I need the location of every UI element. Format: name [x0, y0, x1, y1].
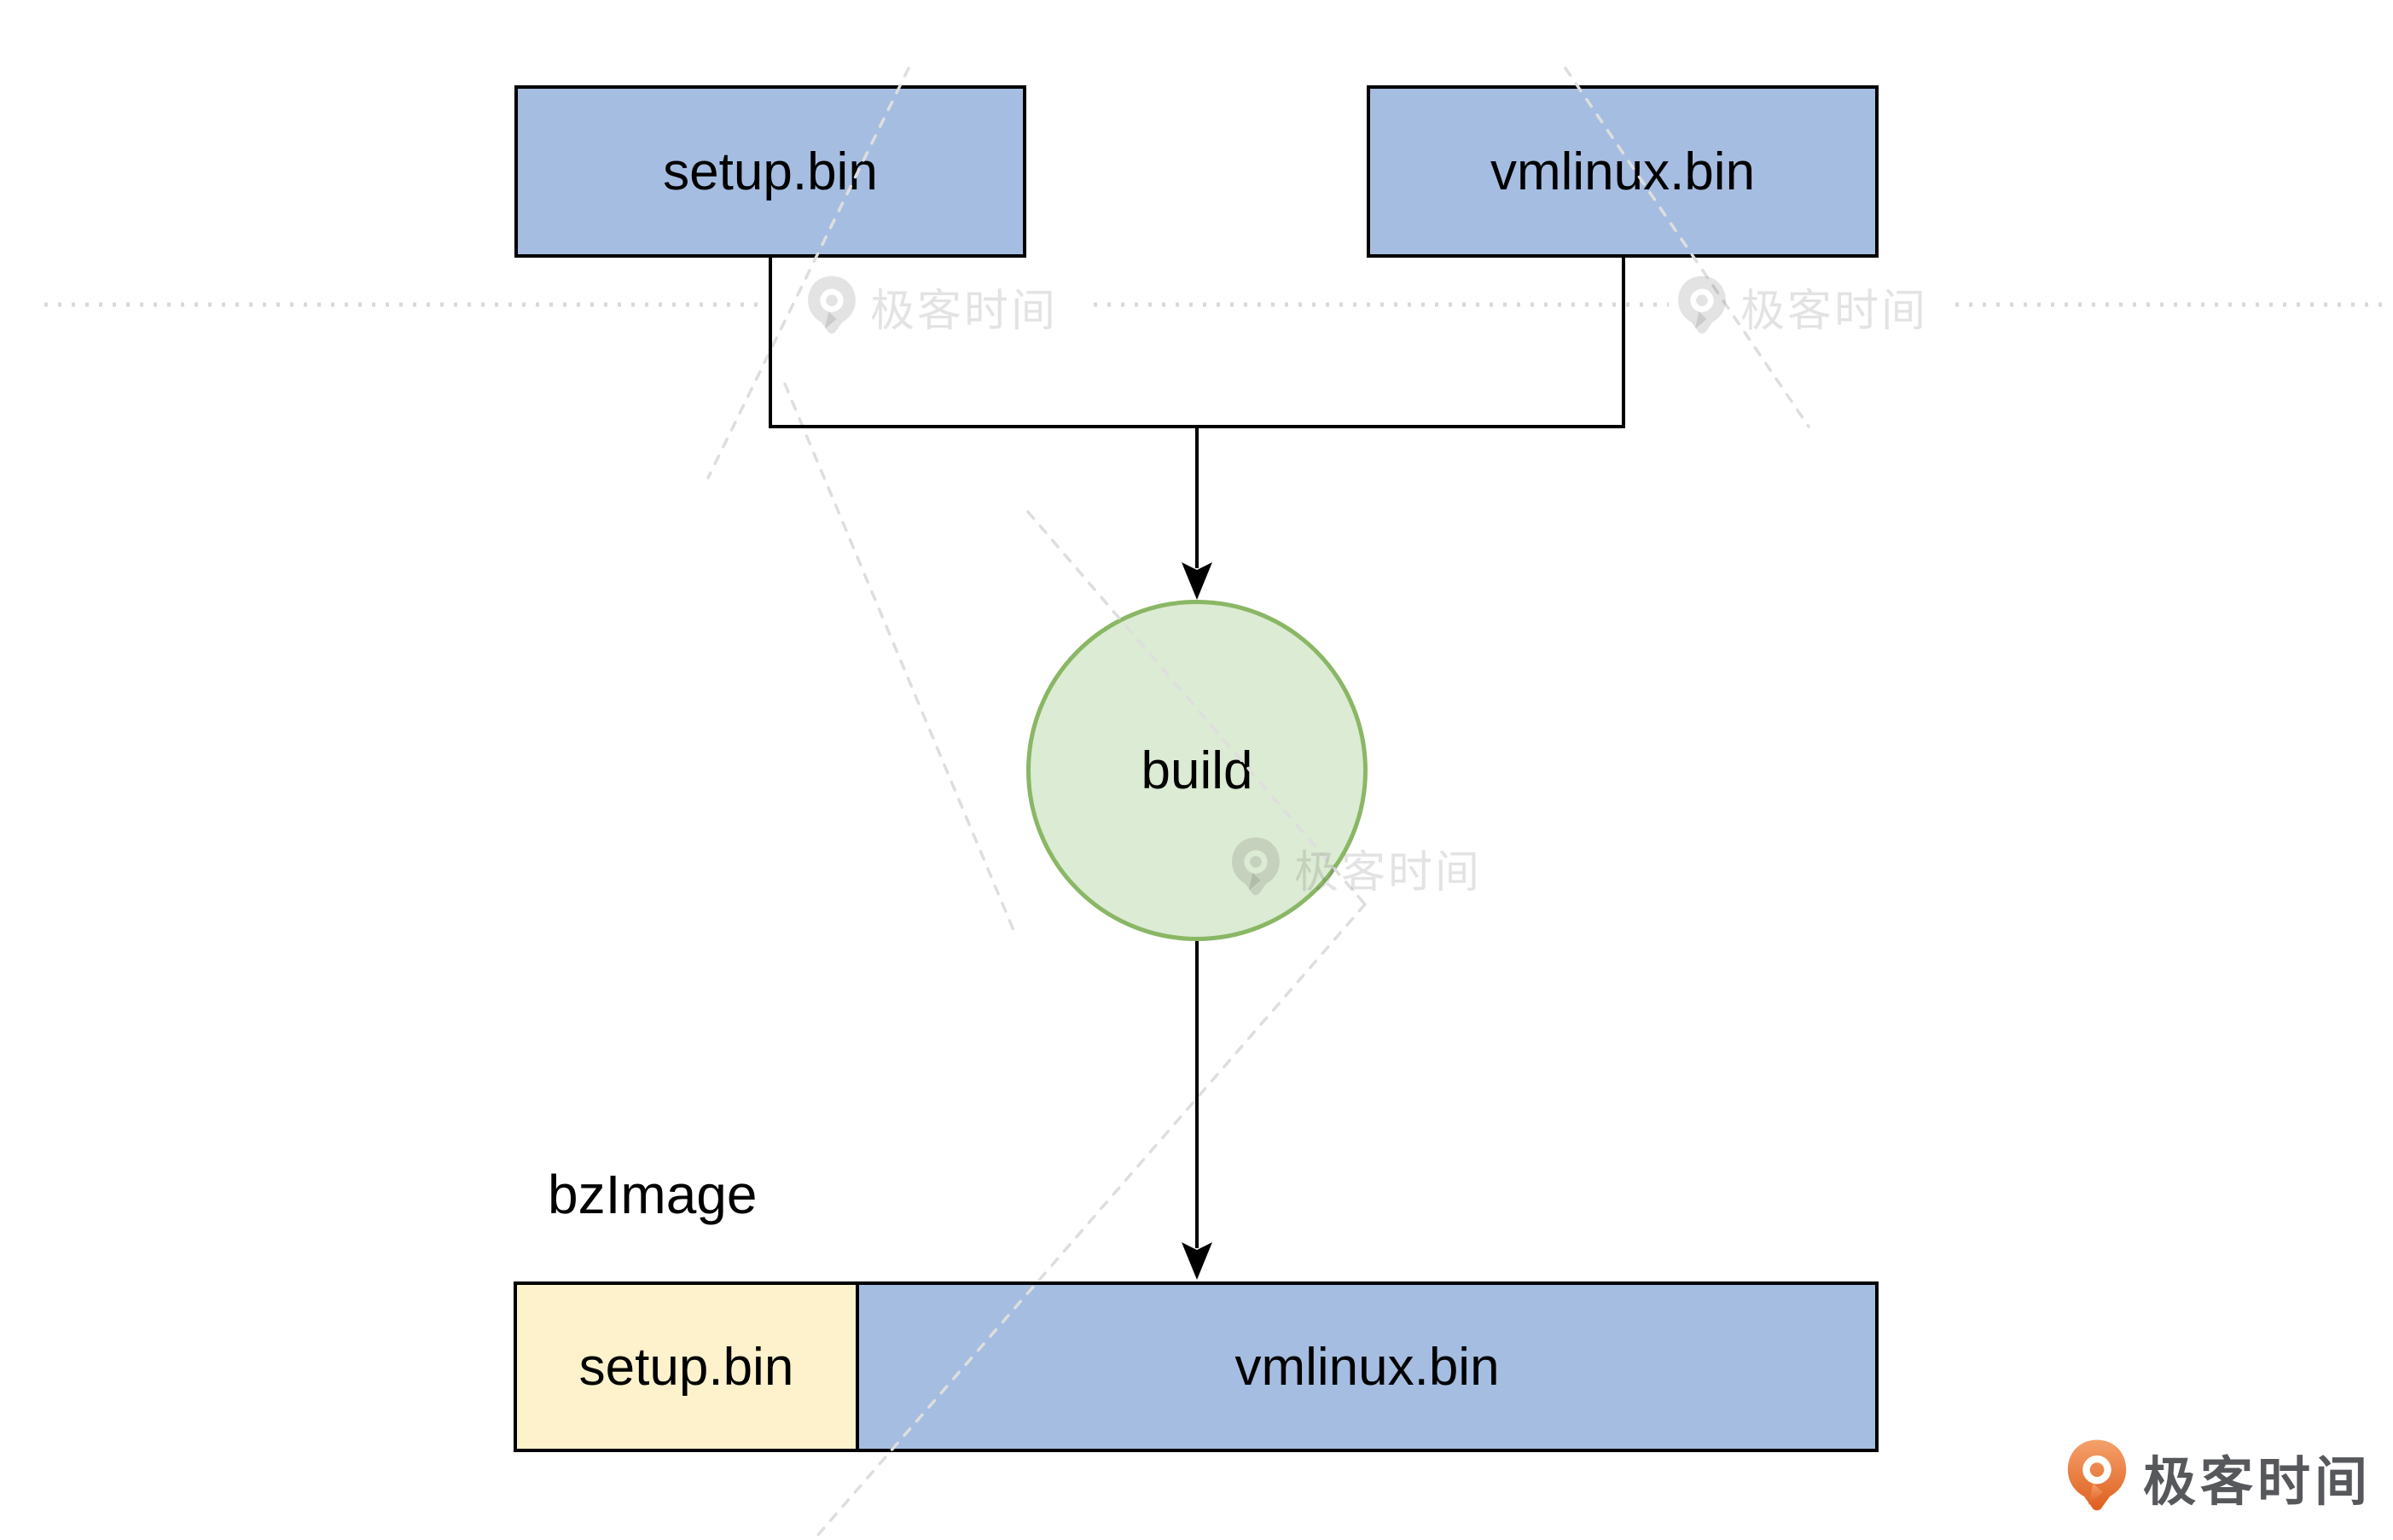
input-box-setup-label: setup.bin	[663, 142, 878, 201]
arrow-to-bzimage	[1182, 941, 1212, 1280]
watermark-text: 极客时间	[1294, 847, 1483, 898]
watermark-geektime-2: 极客时间	[1676, 273, 1928, 340]
geektime-pin-icon	[1678, 276, 1726, 334]
arrow-to-build	[1182, 427, 1212, 600]
watermark-text: 极客时间	[1740, 286, 1929, 336]
input-box-vmlinux-label: vmlinux.bin	[1490, 142, 1756, 201]
geektime-brand-footer: 极客时间	[2065, 1437, 2372, 1517]
watermark-geektime-1: 极客时间	[805, 273, 1058, 340]
output-segment-vmlinux-label: vmlinux.bin	[1234, 1337, 1500, 1397]
output-segment-setup-label: setup.bin	[578, 1337, 794, 1397]
output-segment-vmlinux-bin: vmlinux.bin	[856, 1281, 1879, 1452]
input-box-vmlinux-bin: vmlinux.bin	[1367, 85, 1879, 258]
output-segment-setup-bin: setup.bin	[514, 1281, 859, 1452]
output-title-bzimage: bzImage	[548, 1164, 758, 1225]
watermark-geektime-3: 极客时间	[1229, 834, 1482, 901]
geektime-pin-icon	[808, 276, 856, 334]
input-box-setup-bin: setup.bin	[514, 85, 1026, 258]
geektime-logo-icon	[2067, 1439, 2127, 1511]
watermark-text: 极客时间	[870, 286, 1059, 336]
build-process-label: build	[1141, 741, 1253, 800]
geektime-pin-icon	[1232, 837, 1280, 896]
geektime-brand-text: 极客时间	[2143, 1453, 2373, 1512]
